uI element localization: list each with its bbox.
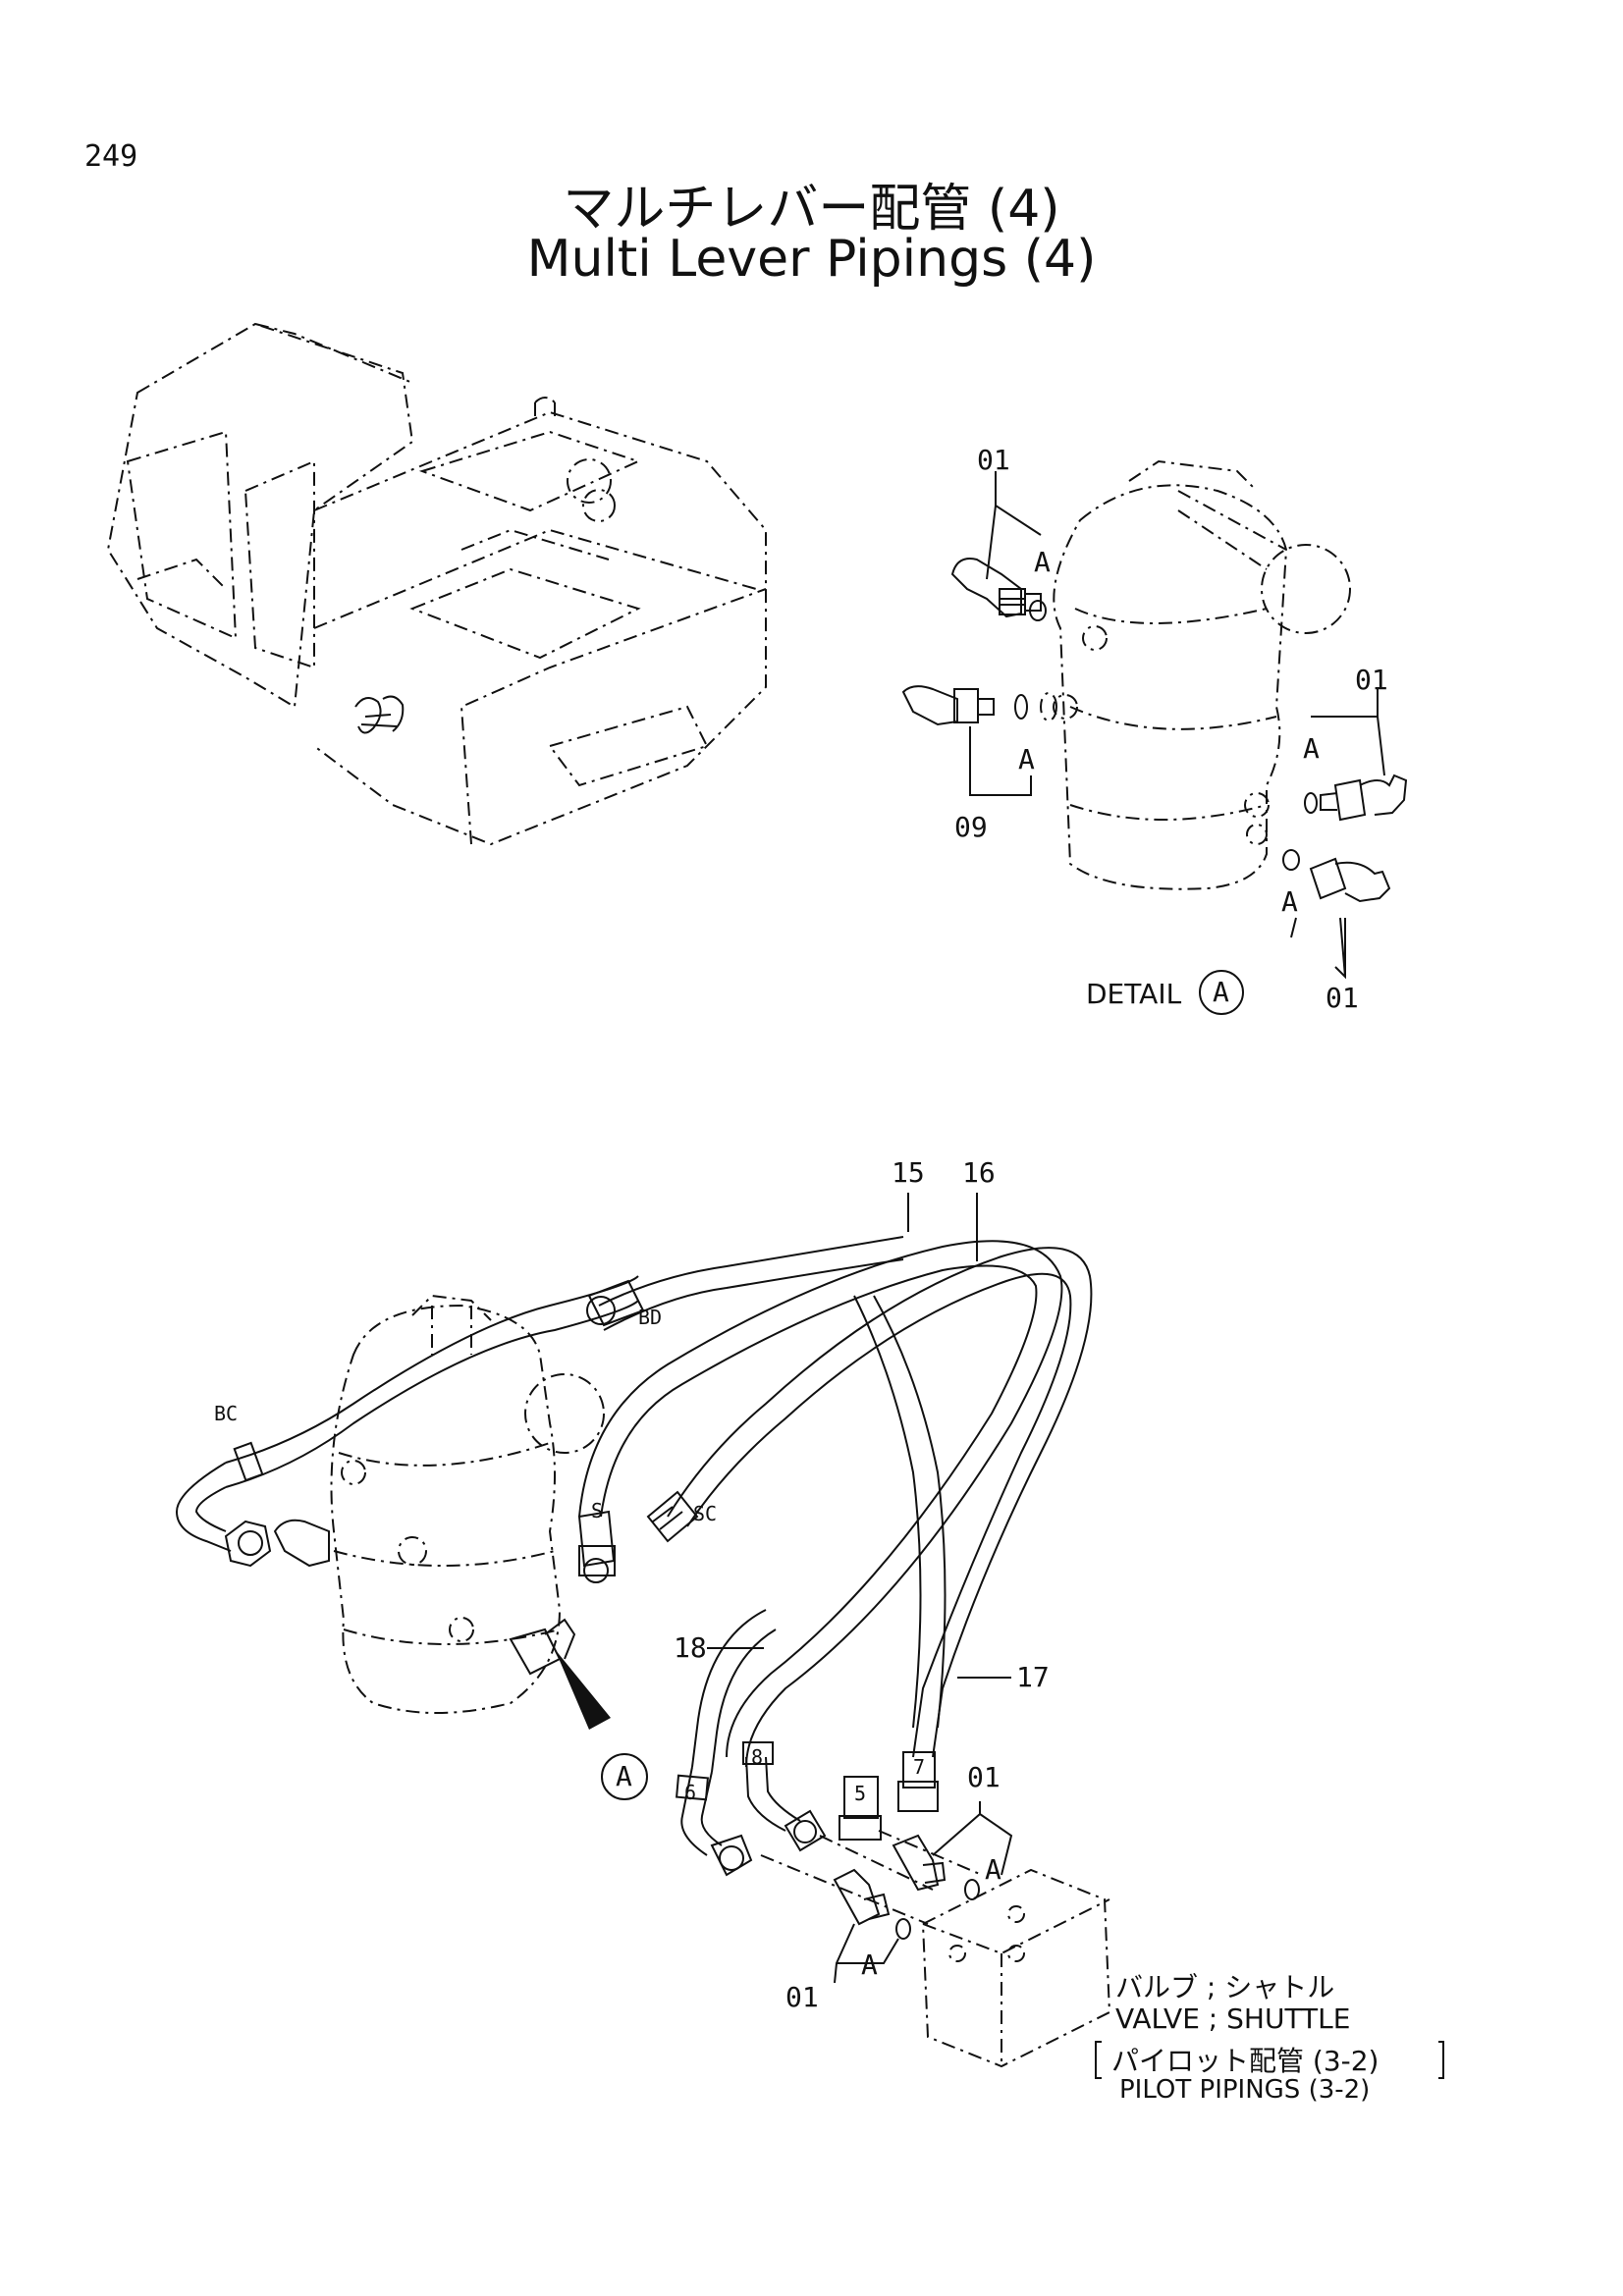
detail-label: DETAIL — [1086, 978, 1182, 1010]
detail-seal-letter: A — [1018, 743, 1035, 775]
fitting-callout-01-upper: 01 — [967, 1761, 1001, 1793]
tube-mark-7: 7 — [913, 1755, 926, 1779]
excavator-overview — [106, 322, 767, 846]
page-title-japanese: マルチレバー配管 (4) — [563, 180, 1060, 239]
hose-label-16: 16 — [962, 1156, 996, 1189]
detail-reference-letter: A — [616, 1760, 632, 1792]
port-label-bc: BC — [214, 1402, 239, 1425]
tube-mark-8: 8 — [751, 1745, 764, 1769]
pilot-pipings-reference-en: PILOT PIPINGS (3-2) — [1119, 2075, 1371, 2105]
detail-callout-01-bottom: 01 — [1325, 982, 1359, 1014]
hose-label-15: 15 — [892, 1156, 925, 1189]
shuttle-valve-label-en: VALVE ; SHUTTLE — [1115, 2002, 1351, 2035]
hose-label-18: 18 — [674, 1631, 707, 1664]
fitting-callout-01-lower: 01 — [785, 1981, 819, 2013]
port-label-s: S — [591, 1499, 604, 1522]
tube-mark-6: 6 — [684, 1781, 697, 1804]
page-number: 249 — [84, 139, 138, 174]
main-seal-letter: A — [985, 1853, 1001, 1886]
main-assembly-drawing — [175, 1193, 1444, 2079]
port-label-bd: BD — [638, 1306, 663, 1329]
detail-seal-letter: A — [1281, 885, 1298, 918]
hose-label-17: 17 — [1016, 1661, 1050, 1693]
pilot-pipings-reference-jp: パイロット配管 (3-2) — [1111, 2045, 1380, 2077]
detail-callout-09: 09 — [954, 811, 988, 843]
shuttle-valve-label-jp: バルブ ; シャトル — [1115, 1971, 1335, 2003]
detail-seal-letter: A — [1303, 732, 1320, 765]
detail-seal-letter: A — [1034, 546, 1051, 578]
detail-a-drawing — [901, 459, 1408, 1015]
main-seal-letter: A — [861, 1949, 878, 1981]
tube-mark-5: 5 — [854, 1782, 867, 1805]
detail-callout-01-right: 01 — [1355, 664, 1388, 696]
port-label-sc: SC — [693, 1502, 718, 1525]
detail-callout-01-top: 01 — [977, 444, 1010, 476]
detail-marker-letter: A — [1213, 976, 1229, 1008]
page-title-english: Multi Lever Pipings (4) — [526, 230, 1097, 289]
